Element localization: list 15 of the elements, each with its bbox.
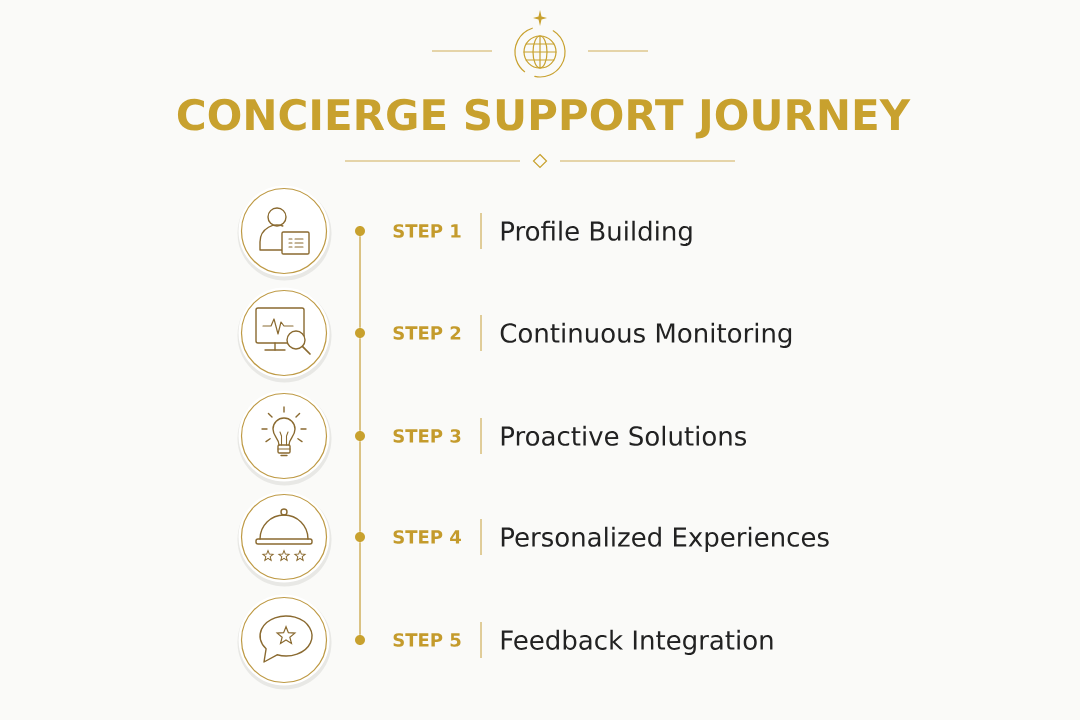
title: CONCIERGE SUPPORT JOURNEY (177, 98, 911, 139)
step-title: Continuous Monitoring (500, 322, 792, 348)
timeline-line (359, 541, 361, 636)
timeline-line (359, 337, 361, 432)
step-title: Personalized Experiences (501, 526, 829, 552)
step-title: Proactive Solutions (501, 425, 747, 446)
step-label: STEP 3 (393, 429, 461, 443)
step-title: Profile Building (501, 220, 692, 246)
timeline-line (359, 440, 361, 533)
step-label: STEP 4 (393, 530, 461, 544)
step-label: STEP 1 (393, 224, 461, 238)
step-label: STEP 5 (393, 633, 461, 647)
timeline-line (359, 235, 361, 329)
step-title: Feedback Integration (501, 629, 773, 655)
step-label: STEP 2 (393, 326, 461, 340)
